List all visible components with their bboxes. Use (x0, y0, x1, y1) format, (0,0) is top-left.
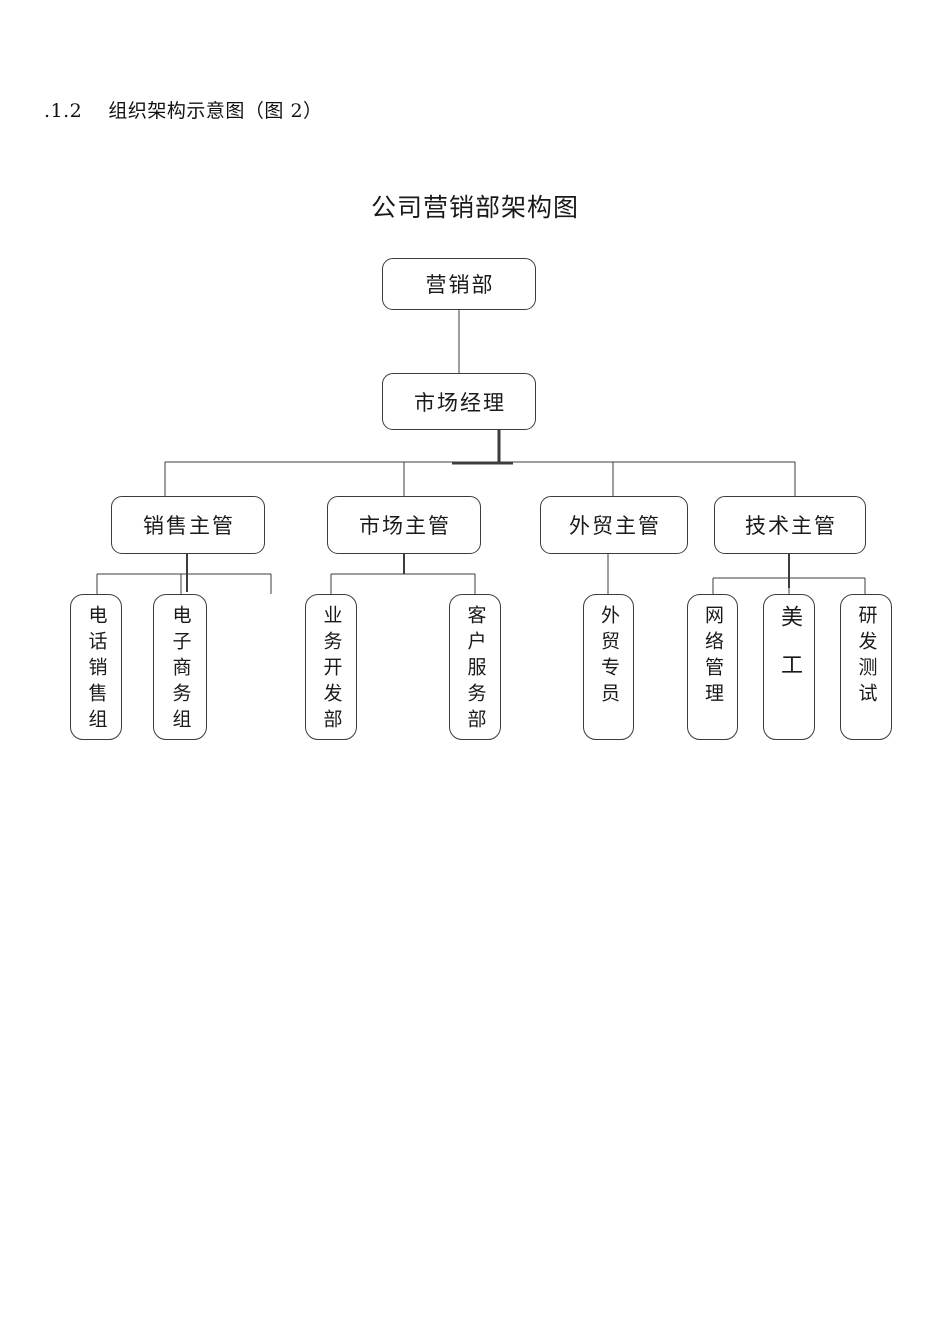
node-label-vertical: 客户服务部 (464, 605, 487, 735)
node-label-vertical: 外贸专员 (598, 605, 620, 709)
node-rd-testing[interactable]: 研发测试 (840, 594, 892, 740)
node-telephone-sales-team[interactable]: 电话销售组 (70, 594, 122, 740)
node-ecommerce-team[interactable]: 电子商务组 (153, 594, 207, 740)
node-customer-service-dept[interactable]: 客户服务部 (449, 594, 501, 740)
node-technical-supervisor[interactable]: 技术主管 (714, 496, 866, 554)
node-network-management[interactable]: 网络管理 (687, 594, 738, 740)
node-market-manager[interactable]: 市场经理 (382, 373, 536, 430)
node-label-vertical: 电话销售组 (85, 605, 108, 735)
chart-title: 公司营销部架构图 (370, 193, 579, 222)
node-marketing-department[interactable]: 营销部 (382, 258, 536, 310)
node-foreign-trade-specialist[interactable]: 外贸专员 (583, 594, 634, 740)
node-label-vertical: 网络管理 (702, 605, 724, 709)
node-label-vertical: 研发测试 (855, 605, 878, 709)
node-label-vertical: 业务开发部 (320, 605, 343, 735)
node-label-vertical: 美工 (777, 605, 802, 701)
node-sales-supervisor[interactable]: 销售主管 (111, 496, 265, 554)
node-market-supervisor[interactable]: 市场主管 (327, 496, 481, 554)
node-business-development-dept[interactable]: 业务开发部 (305, 594, 357, 740)
node-label-vertical: 电子商务组 (169, 605, 192, 735)
node-graphic-design[interactable]: 美工 (763, 594, 815, 740)
node-foreign-trade-supervisor[interactable]: 外贸主管 (540, 496, 688, 554)
document-section-heading: .1.2 组织架构示意图（图 2） (44, 100, 323, 122)
